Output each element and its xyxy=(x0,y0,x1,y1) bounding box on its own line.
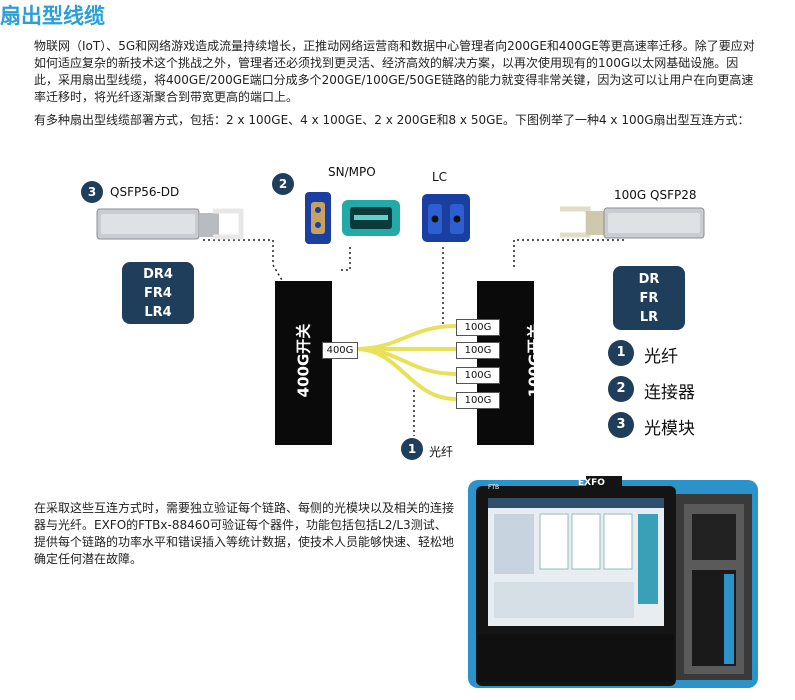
leader-qsfp28 xyxy=(513,239,624,270)
port-100g-3: 100G xyxy=(456,367,500,384)
legend-badge-2: 2 xyxy=(608,376,634,402)
page-title: 扇出型线缆 xyxy=(0,4,105,28)
switch-100g xyxy=(477,281,534,445)
port-100g-1: 100G xyxy=(456,319,500,336)
fiber-label: 光纤 xyxy=(429,445,454,459)
variant-fr4: FR4 xyxy=(144,285,172,301)
fiber-4 xyxy=(355,347,457,401)
lc-label: LC xyxy=(432,170,448,184)
leader-qsfp-dd xyxy=(203,239,323,349)
device-brand-label: EXFO xyxy=(578,478,605,488)
legend-item-fiber: 光纤 xyxy=(644,347,678,367)
variant-dr: DR xyxy=(638,271,660,287)
sn-mpo-label: SN/MPO xyxy=(328,165,376,179)
port-100g-4: 100G xyxy=(456,392,500,409)
legend-badge-1: 1 xyxy=(608,340,634,366)
variant-block-left: DR4 FR4 LR4 xyxy=(122,262,194,324)
lc-connector-image xyxy=(422,194,470,242)
legend-item-connector: 连接器 xyxy=(644,383,695,403)
legend-item-transceiver: 光模块 xyxy=(644,419,695,439)
badge-connector-2: 2 xyxy=(272,173,294,195)
exfo-test-device-image xyxy=(468,476,758,688)
variant-lr4: LR4 xyxy=(144,304,172,320)
port-400g: 400G xyxy=(322,342,358,359)
fanout-fibers xyxy=(355,324,457,401)
deployment-paragraph: 有多种扇出型线缆部署方式，包括：2 x 100GE、4 x 100GE、2 x … xyxy=(34,113,750,127)
badge-transceiver-3: 3 xyxy=(81,181,103,203)
intro-paragraph: 物联网（IoT）、5G和网络游戏造成流量持续增长，正推动网络运营商和数据中心管理… xyxy=(34,39,755,104)
leader-mpo xyxy=(340,247,351,271)
switch-400g-label: 400G开关 xyxy=(294,323,313,398)
variant-lr: LR xyxy=(639,309,659,325)
qsfp28-label: 100G QSFP28 xyxy=(614,188,697,202)
qsfp28-module-image xyxy=(560,206,705,239)
qsfp56-dd-label: QSFP56-DD xyxy=(110,185,180,199)
port-100g-2: 100G xyxy=(456,342,500,359)
sn-mpo-connector-image xyxy=(305,192,400,244)
legend-badge-3: 3 xyxy=(608,412,634,438)
validation-paragraph: 在采取这些互连方式时，需要独立验证每个链路、每侧的光模块以及相关的连接器与光纤。… xyxy=(34,501,455,566)
fiber-1 xyxy=(355,324,457,351)
qsfp56-dd-module-image xyxy=(96,208,244,240)
variant-fr: FR xyxy=(639,290,659,306)
variant-block-right: DR FR LR xyxy=(613,266,685,330)
switch-100g-label: 100G开关 xyxy=(525,323,544,398)
switch-400g xyxy=(275,281,332,445)
device-model-badge: FTB xyxy=(488,484,500,491)
badge-fiber-1: 1 xyxy=(401,438,423,460)
variant-dr4: DR4 xyxy=(143,266,173,282)
